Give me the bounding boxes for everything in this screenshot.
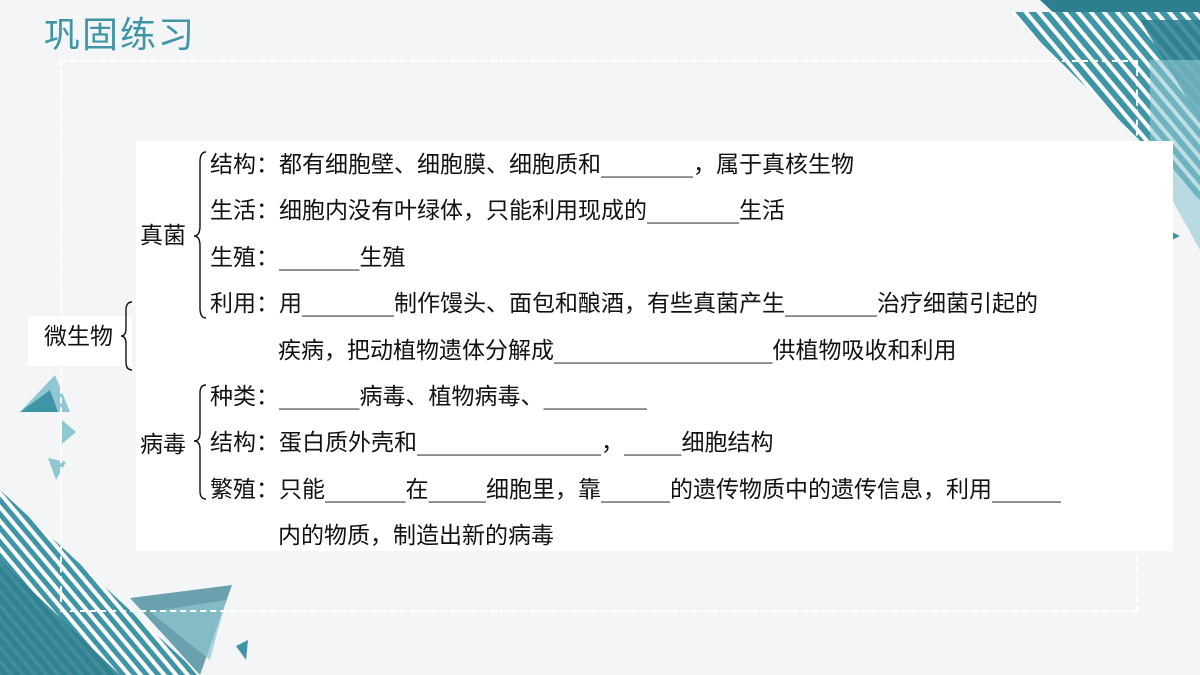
root-label-box xyxy=(28,316,132,366)
virus-reproduction-line1: 繁殖：只能_______在_____细胞里，靠______的遗传物质中的遗传信息… xyxy=(210,477,1061,503)
virus-label: 病毒 xyxy=(140,432,186,458)
fungi-use-line2: 疾病，把动植物遗体分解成___________________供植物吸收和利用 xyxy=(278,338,957,364)
virus-brace xyxy=(193,384,207,500)
fungi-living: 生活：细胞内没有叶绿体，只能利用现成的________生活 xyxy=(210,198,785,224)
fungi-label: 真菌 xyxy=(140,223,186,249)
root-brace xyxy=(120,301,133,371)
left-triangle xyxy=(20,375,70,412)
virus-structure: 结构：蛋白质外壳和________________，_____细胞结构 xyxy=(210,430,774,456)
fungi-brace xyxy=(193,151,207,319)
fungi-use-line1: 利用：用________制作馒头、面包和酿酒，有些真菌产生________治疗细… xyxy=(210,291,1038,317)
content-panel xyxy=(136,141,1173,551)
virus-types: 种类：_______病毒、植物病毒、_________ xyxy=(210,384,647,410)
fungi-reproduction: 生殖：_______生殖 xyxy=(210,245,406,271)
page-title: 巩固练习 xyxy=(44,15,197,56)
virus-reproduction-line2: 内的物质，制造出新的病毒 xyxy=(278,523,554,549)
fungi-structure: 结构：都有细胞壁、细胞膜、细胞质和________，属于真核生物 xyxy=(210,152,854,178)
root-label: 微生物 xyxy=(44,324,113,350)
